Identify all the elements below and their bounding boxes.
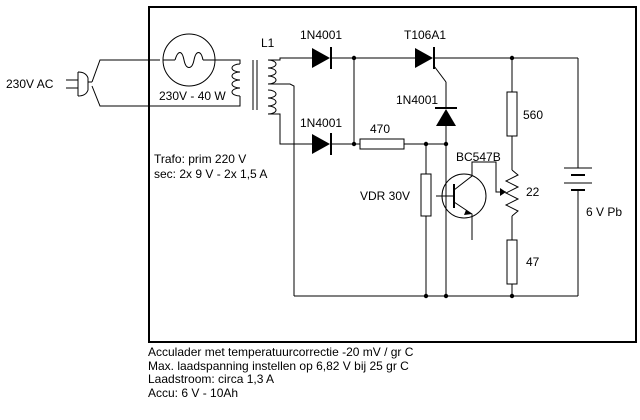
pot-22-wiper	[471, 161, 506, 193]
label-r560: 560	[523, 108, 543, 122]
mains-plug-icon	[66, 71, 92, 97]
label-trafo-line2: sec: 2x 9 V - 2x 1,5 A	[154, 167, 267, 181]
label-r47: 47	[526, 255, 540, 269]
mains-lead-top	[91, 59, 160, 83]
secondary-coil-upper	[267, 59, 277, 85]
note-line: Acculader met temperatuurcorrectie -20 m…	[148, 345, 414, 359]
diode-bottom-icon	[312, 133, 332, 155]
label-trafo-line1: Trafo: prim 220 V	[154, 152, 246, 166]
resistor-470	[359, 138, 405, 150]
mains-lead-bottom	[91, 85, 241, 107]
lamp-icon	[162, 33, 216, 87]
junction-dot	[509, 293, 515, 299]
note-line: Laadstroom: circa 1,3 A	[148, 372, 275, 386]
label-diode-top: 1N4001	[300, 28, 342, 42]
battery-icon	[564, 167, 592, 191]
sec-center-tap	[268, 83, 295, 296]
vdr-body	[420, 173, 432, 217]
junction-dot	[423, 293, 429, 299]
junction-dot	[443, 293, 449, 299]
diode-mid-icon	[435, 107, 457, 126]
primary-coil	[231, 63, 241, 97]
label-diode-mid: 1N4001	[396, 93, 438, 107]
note-line: Max. laadspanning instellen op 6,82 V bi…	[148, 358, 409, 373]
secondary-coil-lower	[267, 89, 277, 115]
junction-dot	[351, 55, 357, 61]
sec-bottom-wire	[268, 113, 312, 145]
pot-wiper-arrow	[500, 188, 506, 196]
resistor-47	[506, 239, 518, 285]
label-diode-bottom: 1N4001	[300, 116, 342, 130]
label-vdr: VDR 30V	[360, 189, 410, 203]
label-r470: 470	[370, 122, 390, 136]
label-lamp: 230V - 40 W	[159, 89, 226, 103]
label-transistor: BC547B	[456, 150, 501, 164]
note-line: Accu: 6 V - 10Ah	[148, 385, 239, 400]
label-thyristor: T106A1	[404, 28, 446, 42]
resistor-560	[506, 91, 518, 137]
transistor-icon	[436, 166, 487, 226]
label-mains: 230V AC	[6, 77, 54, 91]
label-pot22: 22	[526, 185, 540, 199]
label-battery: 6 V Pb	[586, 205, 622, 219]
sec-top-wire	[268, 57, 312, 61]
description-notes: Acculader met temperatuurcorrectie -20 m…	[148, 345, 414, 400]
lamp-to-primary	[215, 59, 241, 64]
diode-top-icon	[312, 47, 332, 69]
junction-dot	[443, 141, 449, 147]
transformer-core	[252, 60, 258, 110]
pot-22-zigzag	[504, 169, 520, 217]
label-inductor: L1	[261, 36, 275, 50]
enclosure-frame	[148, 6, 637, 343]
thyristor-icon	[415, 47, 447, 83]
